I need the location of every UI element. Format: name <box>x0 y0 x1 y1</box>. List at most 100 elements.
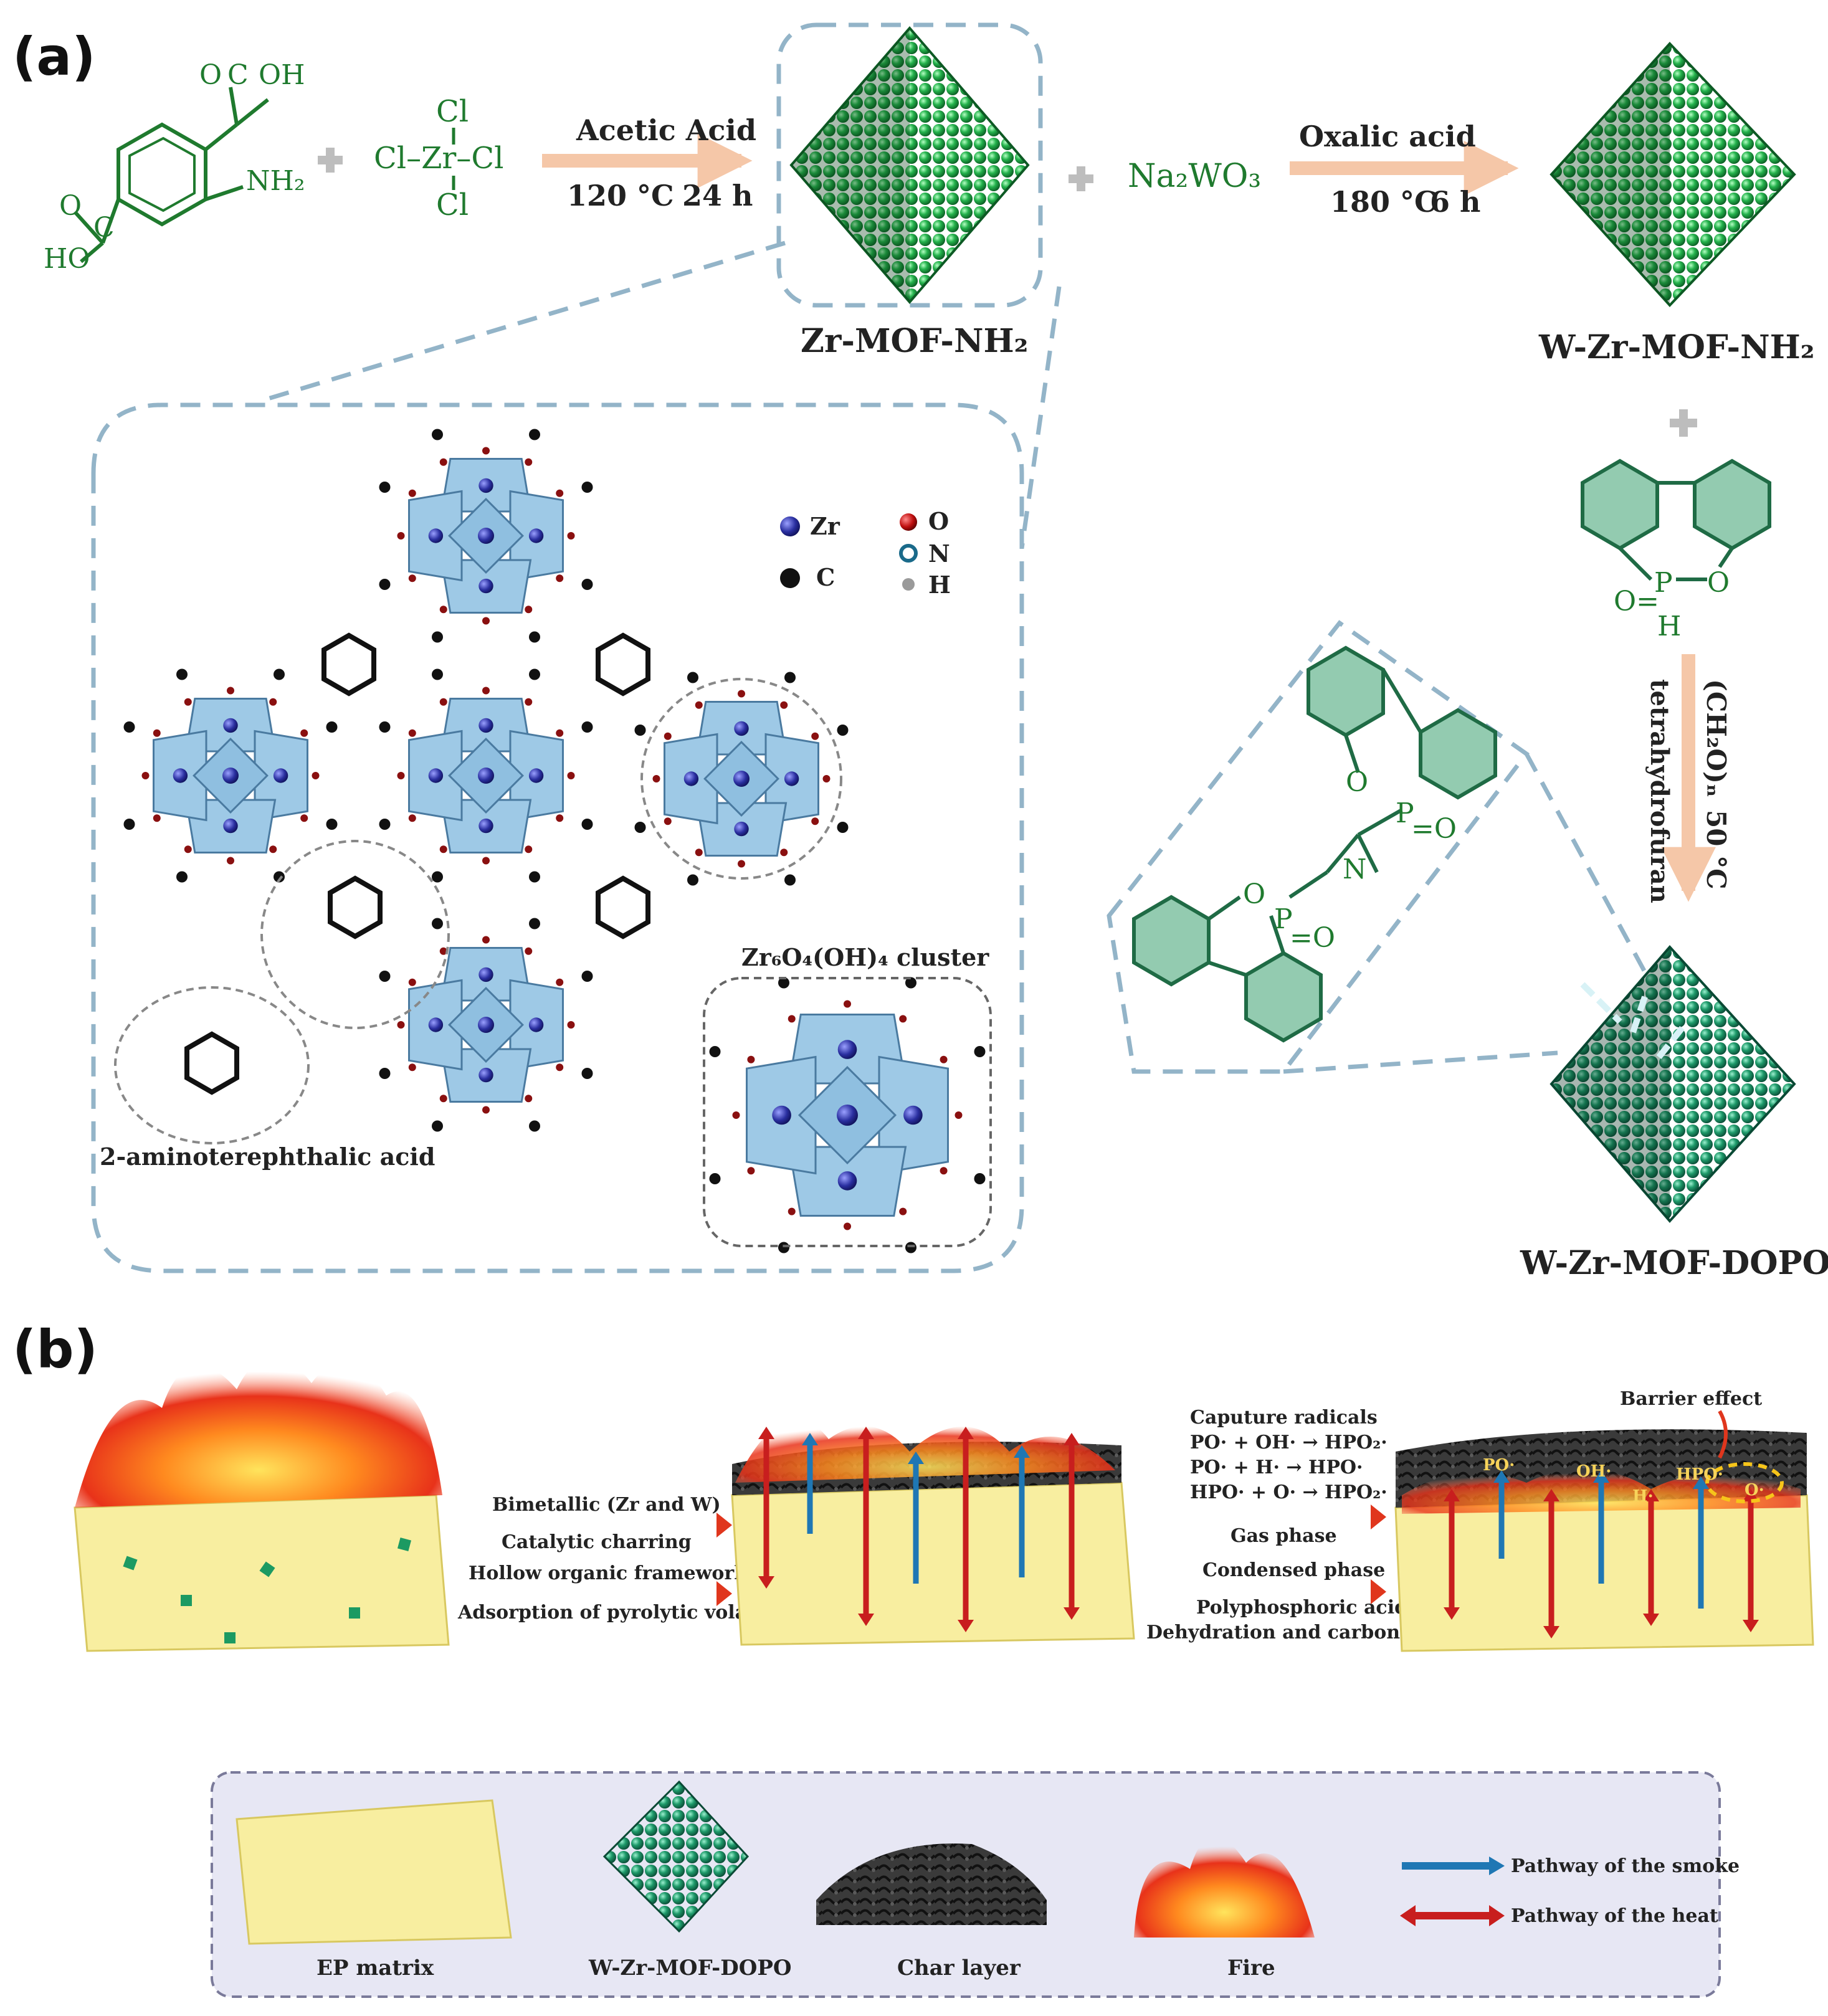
step1-temp: 120 °C <box>567 179 674 212</box>
na2wo4-label: Na₂WO₃ <box>1128 158 1261 195</box>
svg-text:O: O <box>928 507 949 535</box>
step2-reagent: Oxalic acid <box>1299 120 1476 153</box>
plus-sign <box>1670 409 1697 437</box>
zr6-cluster <box>123 668 338 883</box>
linker-c-top: C <box>227 59 249 91</box>
linker-nh2: NH₂ <box>246 165 305 197</box>
linker-detail-circle <box>114 986 310 1144</box>
arrow2-bottom-text: Adsorption of pyrolytic volatiles <box>457 1602 793 1624</box>
legend-fire: Fire <box>1227 1956 1275 1980</box>
gas-title: Caputure radicals <box>1190 1407 1378 1429</box>
heat-pathway-arrow <box>1064 1433 1080 1620</box>
smoke-pathway-arrow <box>802 1433 818 1534</box>
crystal-structure-box <box>91 402 1024 1273</box>
w-zr-mof-nh2-octahedron <box>1550 42 1796 307</box>
legend-smoke: Pathway of the smoke <box>1511 1855 1740 1877</box>
linker-oh: OH <box>259 59 305 91</box>
linker-label: 2-aminoterephthalic acid <box>100 1143 435 1171</box>
cluster-label: Zr₆O₄(OH)₄ cluster <box>741 943 989 971</box>
svg-text:N: N <box>928 540 950 568</box>
zr-mof-nh2-label: Zr-MOF-NH₂ <box>801 322 1028 360</box>
step3-reagent2: tetrahydrofuran <box>1645 679 1674 903</box>
heat-pathway-arrow <box>758 1427 774 1589</box>
plus-sign <box>318 148 343 173</box>
legend-heat: Pathway of the heat <box>1511 1905 1718 1927</box>
zr6-cluster <box>379 668 593 883</box>
arrow1-bottom-text: Catalytic charring <box>502 1531 692 1553</box>
mof-swatch <box>602 1780 750 1933</box>
grafted-o2: O <box>1243 878 1265 910</box>
dopo-h: H <box>1657 611 1681 642</box>
linker-c-bottom: C <box>93 212 115 244</box>
smoke-pathway-arrow <box>1593 1470 1609 1584</box>
radical-label: OH· <box>1576 1462 1611 1481</box>
grafted-o1: O <box>1346 766 1368 798</box>
zr6-cluster <box>379 429 593 643</box>
radical-label: PO· <box>1483 1456 1515 1475</box>
svg-text:Zr: Zr <box>810 512 840 540</box>
zr6-cluster <box>709 977 986 1253</box>
legend-mof: W-Zr-MOF-DOPO <box>588 1956 792 1980</box>
heat-pathway-arrow <box>1444 1489 1460 1620</box>
ep-block-initial <box>74 1356 450 1652</box>
gas-eq1: PO· + OH· → HPO₂· <box>1190 1432 1388 1453</box>
cluster-detail-box <box>703 977 992 1247</box>
heat-pathway-arrow <box>1743 1489 1759 1632</box>
linker-o-top: O <box>199 59 222 91</box>
dopo-o-double: O= <box>1614 586 1659 617</box>
atom-legend: Zr C O N H <box>780 507 951 599</box>
smoke-pathway-arrow <box>908 1452 924 1584</box>
mof-highlight-box <box>776 22 1043 308</box>
fire-swatch <box>1134 1836 1315 1938</box>
svg-text:C: C <box>816 563 835 591</box>
w-zr-mof-nh2-label: W-Zr-MOF-NH₂ <box>1538 328 1815 366</box>
step2-temp: 180 °C <box>1330 185 1437 219</box>
radical-label: HPO· <box>1676 1465 1723 1484</box>
barrier-effect-label: Barrier effect <box>1620 1388 1762 1410</box>
heat-pathway-arrow <box>1643 1489 1659 1626</box>
cluster-zoom-circle <box>640 678 842 880</box>
heat-smoke-arrows-block2 <box>758 1427 1080 1632</box>
step1-time: 24 h <box>682 179 753 212</box>
heat-pathway-arrow <box>858 1427 874 1626</box>
legend-ep: EP matrix <box>317 1956 434 1980</box>
grafted-p1: P <box>1396 797 1414 829</box>
svg-text:H: H <box>928 571 951 599</box>
condensed-line1: Polyphosphoric acid <box>1196 1597 1407 1619</box>
ep-matrix-swatch <box>236 1799 512 1945</box>
organic-linkers <box>184 632 650 1095</box>
grafted-structure-box <box>1107 620 1530 1074</box>
smoke-pathway-arrow <box>1693 1476 1709 1609</box>
gas-phase-label: Gas phase <box>1231 1525 1337 1547</box>
zr6-cluster <box>634 672 849 886</box>
plus-sign <box>1069 166 1093 191</box>
zr-cluster-group <box>123 429 986 1253</box>
step1-reagent: Acetic Acid <box>576 113 756 147</box>
radical-labels: PO· OH· H· HPO· O· <box>1483 1456 1764 1506</box>
gas-eq3: HPO· + O· → HPO₂· <box>1190 1481 1388 1503</box>
zr-mof-nh2-octahedron <box>789 26 1030 305</box>
w-zr-mof-dopo-octahedron <box>1550 944 1796 1224</box>
radical-label: H· <box>1632 1487 1654 1506</box>
legend-char: Char layer <box>897 1956 1021 1980</box>
grafted-n: N <box>1343 853 1367 885</box>
radical-label: O· <box>1745 1481 1764 1500</box>
condensed-phase-label: Condensed phase <box>1202 1559 1385 1581</box>
svg-text:Cl–Zr–Cl: Cl–Zr–Cl <box>374 141 503 176</box>
grafted-dopo-structure <box>1132 645 1497 1043</box>
step3-temp: 50 °C <box>1701 810 1731 890</box>
dopo-o-ring: O <box>1707 567 1730 599</box>
heat-smoke-arrows-block3 <box>1444 1470 1759 1638</box>
linker-molecule <box>73 87 269 264</box>
heat-pathway-arrow <box>1543 1489 1559 1638</box>
grafted-eq1: =O <box>1411 813 1457 845</box>
arrow2-top-text: Hollow organic frameworks <box>469 1562 758 1584</box>
zr6-cluster <box>379 918 593 1132</box>
step3-reagent1: (CH₂O)ₙ <box>1701 679 1731 797</box>
grafted-eq2: =O <box>1290 922 1335 954</box>
heat-pathway-arrow <box>958 1427 974 1632</box>
step2-time: 6 h <box>1430 185 1480 219</box>
arrow1-top-text: Bimetallic (Zr and W) <box>492 1494 721 1516</box>
smoke-pathway-arrow <box>1014 1445 1030 1577</box>
linker-zoom-circle <box>260 840 450 1029</box>
